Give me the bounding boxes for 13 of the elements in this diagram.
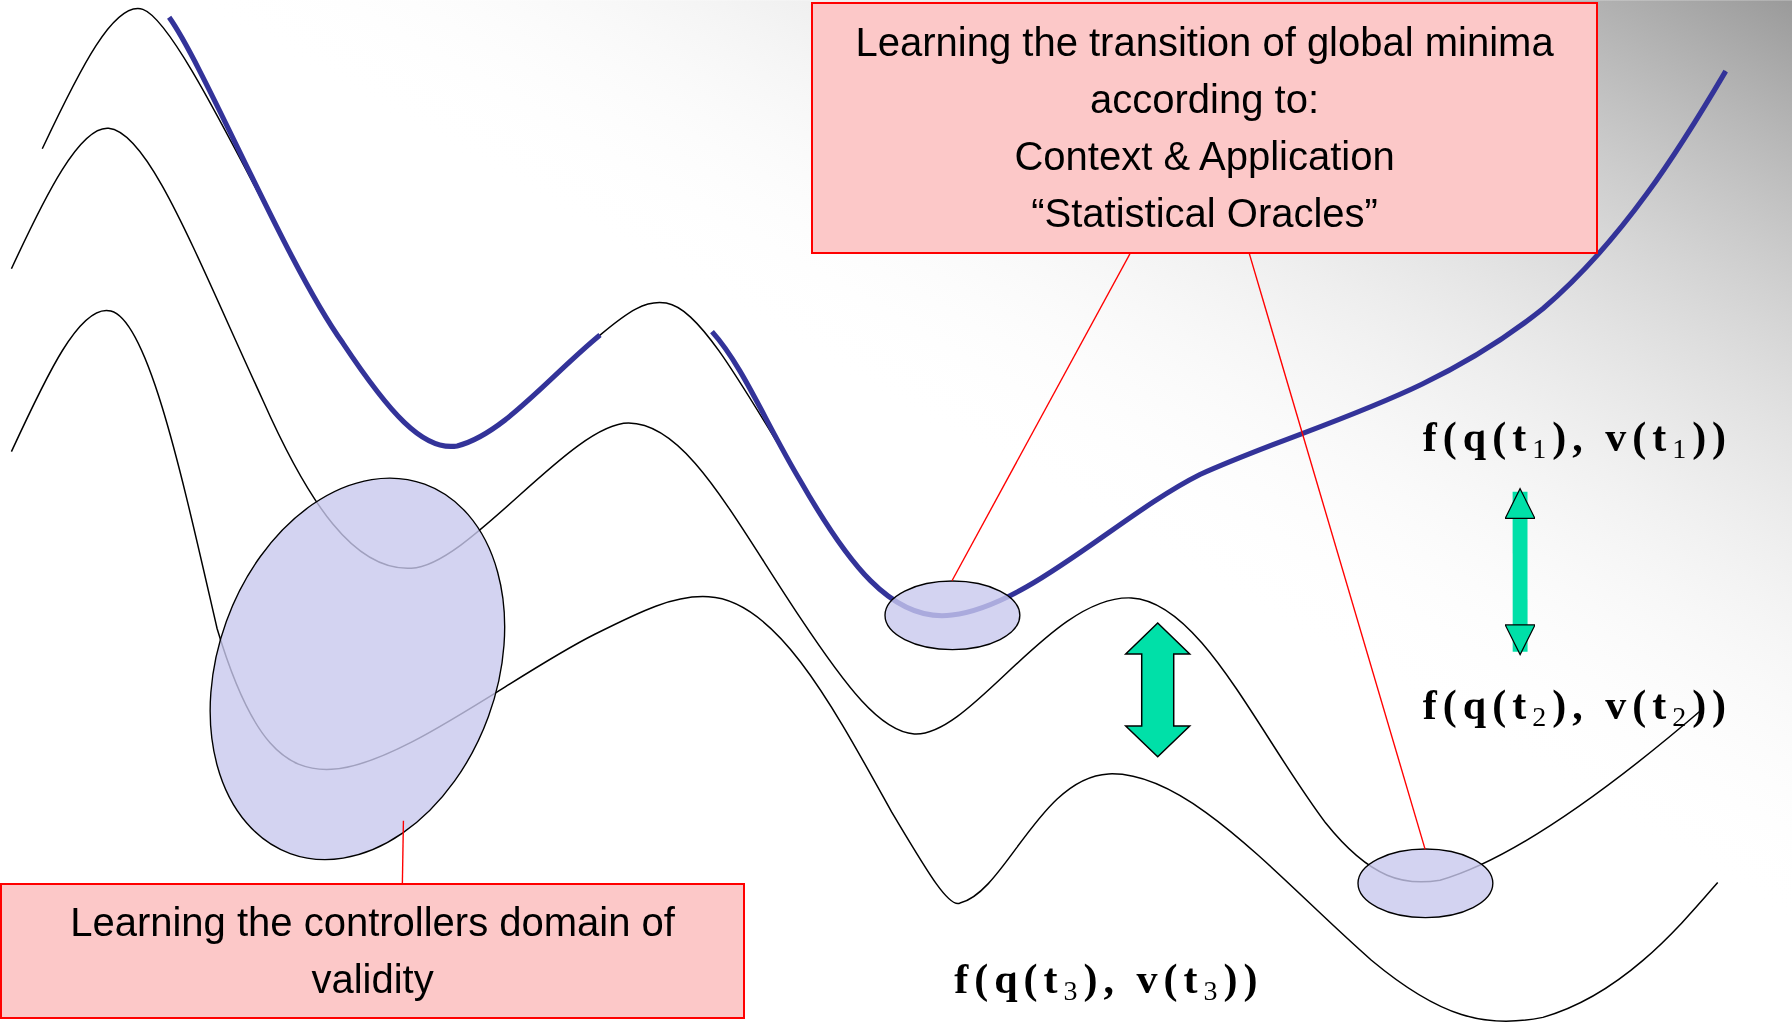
formula-text: f(q(t$_{3}$), v(t$_{3}$)) [954,955,1264,1009]
leader-line [401,820,405,885]
note-text: “Statistical Oracles” [1031,190,1378,237]
double-arrow [1504,488,1536,656]
leader-line [1248,253,1426,851]
note-text: Learning the controllers domain of validity [69,899,676,1004]
note-box [0,883,746,1020]
leader-line [951,253,1131,582]
note-text: Learning the transition of global minima according to: [854,19,1555,123]
formula-text: f(q(t$_{2}$), v(t$_{2}$)) [1422,681,1733,735]
note-text: Context & Application [1014,133,1395,180]
note-box [811,2,1598,254]
formula-text: f(q(t$_{1}$), v(t$_{1}$)) [1422,412,1733,466]
